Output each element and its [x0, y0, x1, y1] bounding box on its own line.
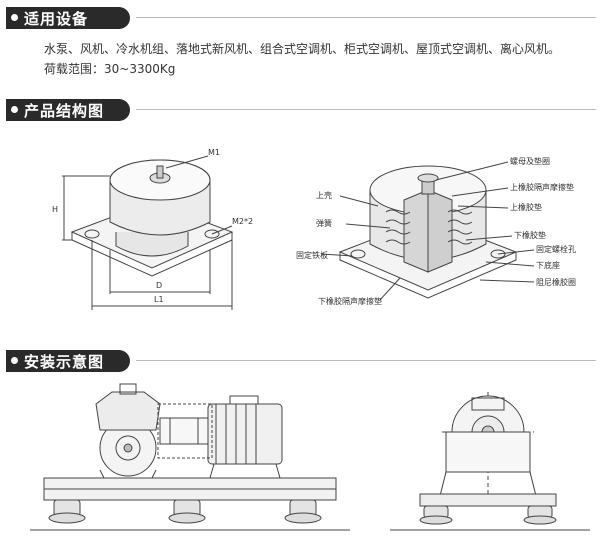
section-header-installation: 安装示意图 [6, 349, 596, 373]
label-upper-shell: 上壳 [316, 190, 332, 200]
label-nut-washer: 螺母及垫圈 [510, 156, 550, 166]
bullet-icon [11, 357, 18, 364]
label-d: D [156, 281, 162, 290]
load-range-text: 荷载范围：30~3300Kg [44, 62, 176, 76]
section-header-applicable-equipment: 适用设备 [6, 6, 596, 30]
section-title: 安装示意图 [24, 352, 105, 371]
label-upper-rubber-pad: 上橡胶垫 [510, 202, 542, 212]
label-m2: M2*2 [232, 217, 253, 226]
label-upper-rubber-noise-pad: 上橡胶隔声摩擦垫 [510, 182, 574, 192]
label-fixing-bolt-hole: 固定螺栓孔 [536, 244, 576, 254]
label-lower-base: 下底座 [536, 260, 560, 270]
header-rule [136, 360, 596, 361]
label-lower-rubber-noise-pad: 下橡胶隔声摩擦垫 [318, 296, 382, 306]
header-rule [136, 17, 596, 18]
header-bar: 产品结构图 [6, 99, 130, 121]
bullet-icon [11, 14, 18, 21]
applicable-equipment-text: 水泵、风机、冷水机组、落地式新风机、组合式空调机、柜式空调机、屋顶式空调机、离心… [44, 42, 561, 56]
label-damping-rubber: 阻尼橡胶圈 [536, 277, 576, 287]
section-title: 适用设备 [24, 9, 89, 28]
label-fixing-iron-plate: 固定铁板 [296, 250, 328, 260]
label-h: H [52, 205, 58, 214]
label-l1: L1 [154, 295, 164, 304]
section-title: 产品结构图 [24, 101, 105, 120]
bullet-icon [11, 106, 18, 113]
header-bar: 安装示意图 [6, 350, 130, 372]
label-lower-rubber-pad: 下橡胶垫 [514, 230, 546, 240]
label-m1: M1 [208, 148, 220, 157]
label-spring: 弹簧 [316, 218, 332, 228]
header-bar: 适用设备 [6, 7, 130, 29]
section-header-product-structure: 产品结构图 [6, 98, 596, 122]
header-rule [136, 109, 596, 110]
